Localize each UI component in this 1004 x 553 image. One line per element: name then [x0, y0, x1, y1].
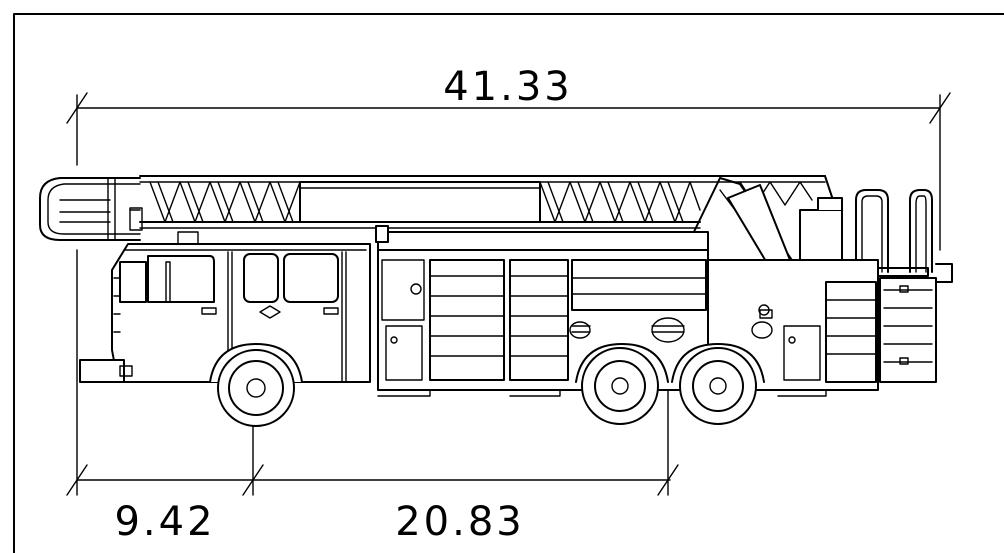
rear-wheel-2	[671, 343, 765, 425]
front-wheel	[209, 343, 303, 427]
front-overhang-label: 9.42	[114, 499, 215, 545]
rear-wheel-1	[575, 343, 669, 425]
wheelbase-label: 20.83	[395, 499, 525, 545]
overall-length-label: 41.33	[443, 64, 573, 110]
drawing-border	[13, 13, 1004, 553]
truck-cab	[79, 231, 371, 383]
overall-length-dimension: 41.33	[66, 64, 951, 251]
aerial-ladder	[39, 175, 834, 241]
